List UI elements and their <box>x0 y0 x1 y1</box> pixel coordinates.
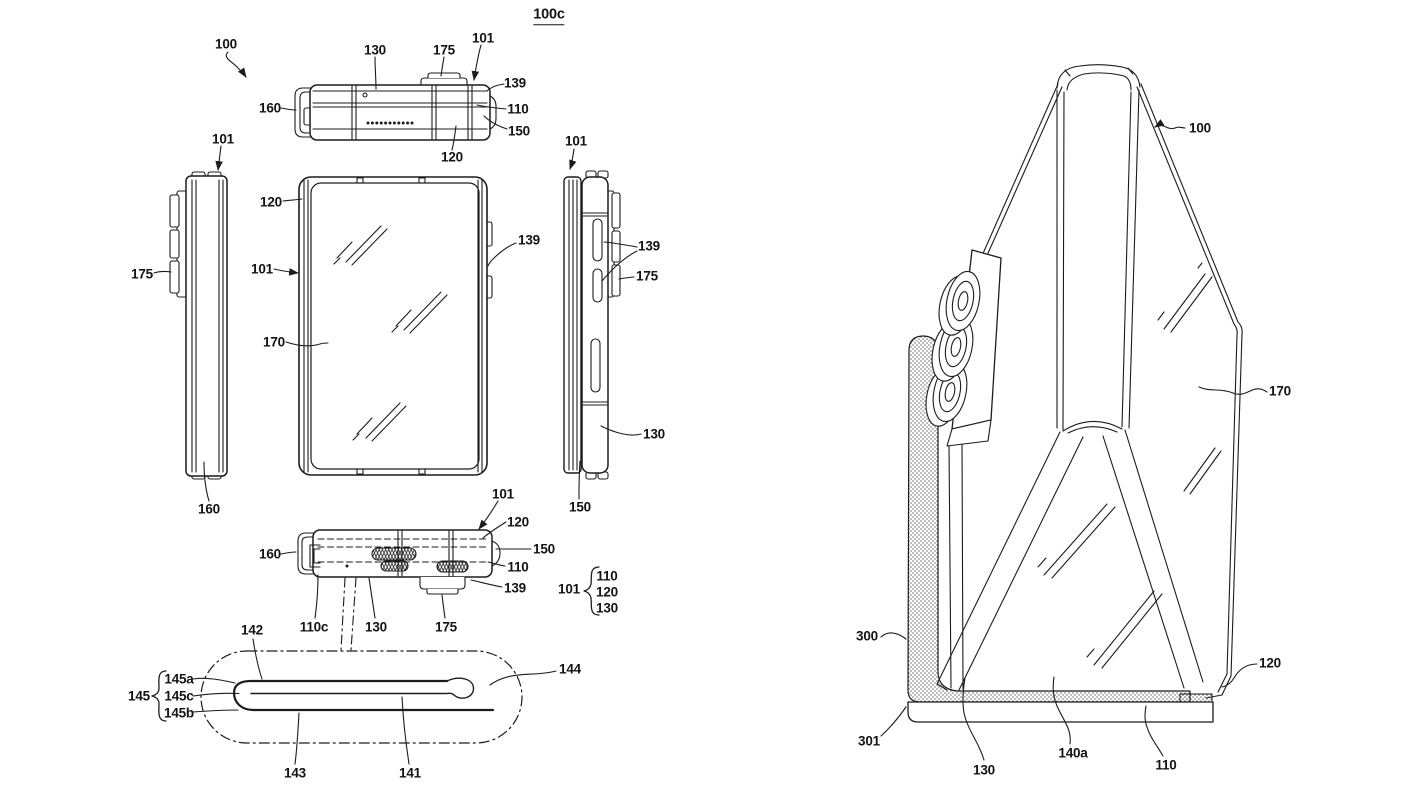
top-view-drawing <box>294 72 497 141</box>
left-side-view-drawing <box>169 171 228 480</box>
front-view-drawing <box>298 176 493 476</box>
bottom-view-drawing <box>297 529 501 651</box>
right-side-view-drawing <box>563 170 621 480</box>
stand-base-plate <box>907 701 1214 723</box>
speaker-grille-dots <box>366 121 414 125</box>
brace-145 <box>151 670 167 722</box>
camera-lens-1 <box>938 270 981 336</box>
legend-brace <box>583 566 600 616</box>
leader-lines <box>153 44 1268 765</box>
display-reflection-marks <box>1037 262 1222 669</box>
camera-module <box>925 249 1002 447</box>
perspective-view-drawing <box>907 64 1243 723</box>
screen-reflection-marks <box>333 225 448 442</box>
hinge-detail-drawing <box>151 650 523 744</box>
